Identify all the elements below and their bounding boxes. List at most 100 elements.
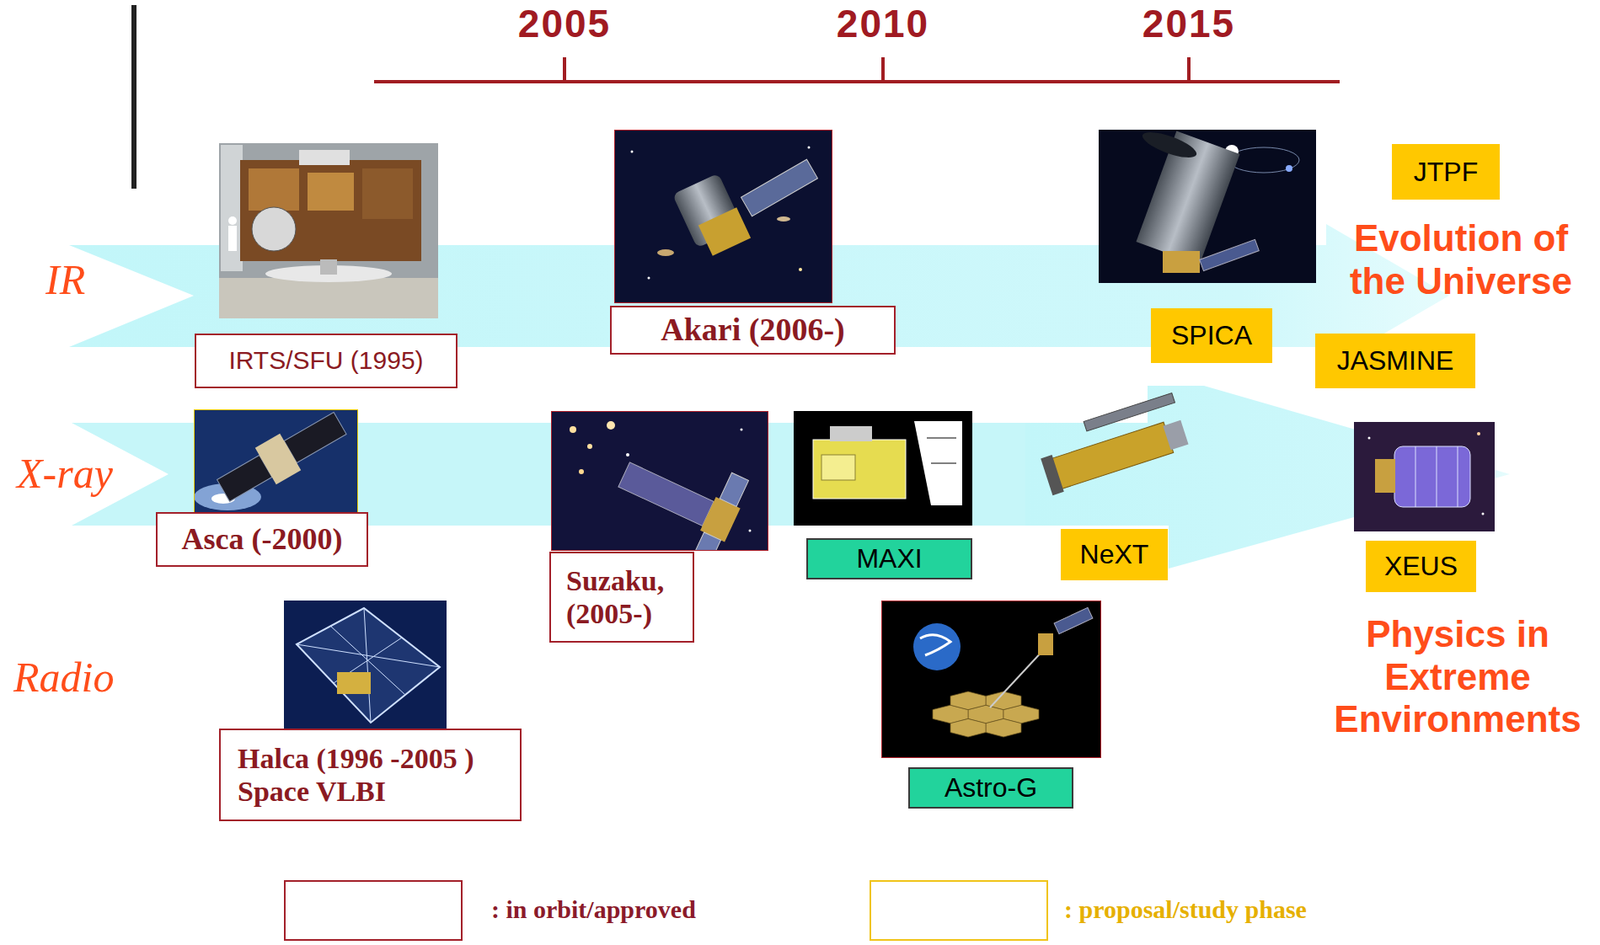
payload-line (926, 438, 957, 439)
payload-outline (914, 421, 963, 506)
antenna-mesh (296, 608, 440, 723)
mission-name: Astro-G (944, 772, 1038, 804)
orbit (1228, 147, 1300, 173)
era-axis (131, 5, 137, 189)
year-label: 2010 (836, 1, 930, 47)
theme-label: Physics in Extreme Environments (1331, 613, 1584, 742)
suzaku-picture (551, 411, 769, 552)
picture-frame (551, 411, 769, 552)
star (808, 146, 811, 150)
akari-picture (614, 129, 833, 304)
space-ground (1353, 422, 1495, 532)
satellite (604, 432, 753, 552)
astrog-picture (881, 600, 1102, 759)
satellite-panel (307, 172, 354, 211)
picture-ground (793, 411, 973, 526)
timeline-tick (1187, 57, 1191, 82)
timeline-tick (881, 57, 885, 82)
satellite-body (698, 207, 751, 256)
space-ground (614, 129, 833, 304)
irts-photo (219, 143, 439, 319)
mission-name: XEUS (1384, 551, 1458, 583)
legend-swatch (869, 880, 1049, 942)
picture-frame (881, 600, 1102, 759)
dish-panel (950, 718, 986, 738)
satellite-body (240, 160, 422, 262)
mission-box: Halca (1996 -2005 ) Space VLBI (219, 728, 522, 822)
solar-panel (283, 412, 347, 464)
mission-name: JASMINE (1337, 345, 1455, 377)
satellite-body (255, 433, 301, 485)
year-label: 2015 (1142, 1, 1236, 47)
galaxy (578, 469, 584, 475)
galaxy (569, 426, 577, 434)
satellite (213, 409, 352, 509)
person (228, 216, 237, 225)
telescope-aperture (251, 207, 296, 252)
space-ground (551, 411, 769, 552)
mission-box: Asca (-2000) (155, 512, 369, 568)
band-label: X-ray (16, 449, 113, 499)
photo-ground (219, 143, 439, 319)
earth (913, 623, 961, 671)
mission-box: Astro-G (908, 767, 1074, 809)
band-label: IR (45, 256, 86, 306)
star (749, 529, 752, 533)
telescope-tube (1394, 446, 1471, 508)
mission-box: XEUS (1365, 540, 1477, 593)
planet (1285, 165, 1293, 172)
next-picture (1033, 393, 1191, 497)
galaxy (587, 444, 593, 450)
photo-wall (220, 144, 243, 272)
mission-name: MAXI (856, 543, 922, 575)
earth-cloud (920, 635, 951, 656)
picture-frame (193, 409, 359, 523)
space-ground (283, 600, 447, 731)
solar-panel (1054, 607, 1093, 634)
satellite-body (1162, 251, 1200, 273)
space-ground (193, 409, 359, 523)
solar-panel (691, 532, 721, 552)
star (1368, 437, 1371, 440)
star (798, 267, 803, 272)
satellite-body (337, 672, 371, 695)
mission-box: IRTS/SFU (1995) (194, 333, 458, 389)
mission-box: MAXI (806, 538, 973, 580)
space-ground (1098, 129, 1317, 284)
satellite-body (1038, 633, 1054, 656)
maxi-picture (793, 411, 973, 526)
tube-ring (1415, 446, 1417, 508)
telescope-tube (618, 462, 714, 526)
satellite (1033, 393, 1191, 497)
telescope-tube (1051, 422, 1174, 489)
satellite-body (1375, 459, 1396, 493)
star (631, 150, 634, 154)
payload-line (931, 463, 957, 465)
legend-text: : in orbit/approved (491, 895, 696, 926)
galaxy (776, 216, 791, 222)
tube-ring (1436, 446, 1438, 508)
timeline-axis (374, 80, 1340, 84)
mission-box: NeXT (1060, 529, 1168, 581)
star (740, 428, 744, 432)
mission-name: SPICA (1171, 320, 1253, 352)
mission-box: JASMINE (1315, 333, 1476, 389)
mission-box: SPICA (1150, 308, 1273, 364)
solar-panel (719, 472, 749, 507)
payload-part (821, 454, 856, 481)
star (1476, 432, 1481, 436)
mission-box: Suzaku, (2005-) (549, 551, 695, 643)
legend-text: : proposal/study phase (1064, 895, 1307, 926)
payload-module (813, 439, 906, 499)
xeus-picture (1353, 422, 1495, 532)
antenna-rib (363, 608, 371, 723)
telescope-end (1040, 454, 1065, 496)
satellite-panel (248, 168, 300, 211)
dish-panel (985, 718, 1022, 738)
mission-name: Akari (2006-) (660, 311, 845, 349)
photo-floor (219, 278, 439, 319)
mission-name: IRTS/SFU (1995) (228, 346, 423, 376)
satellite-panel (362, 168, 413, 220)
